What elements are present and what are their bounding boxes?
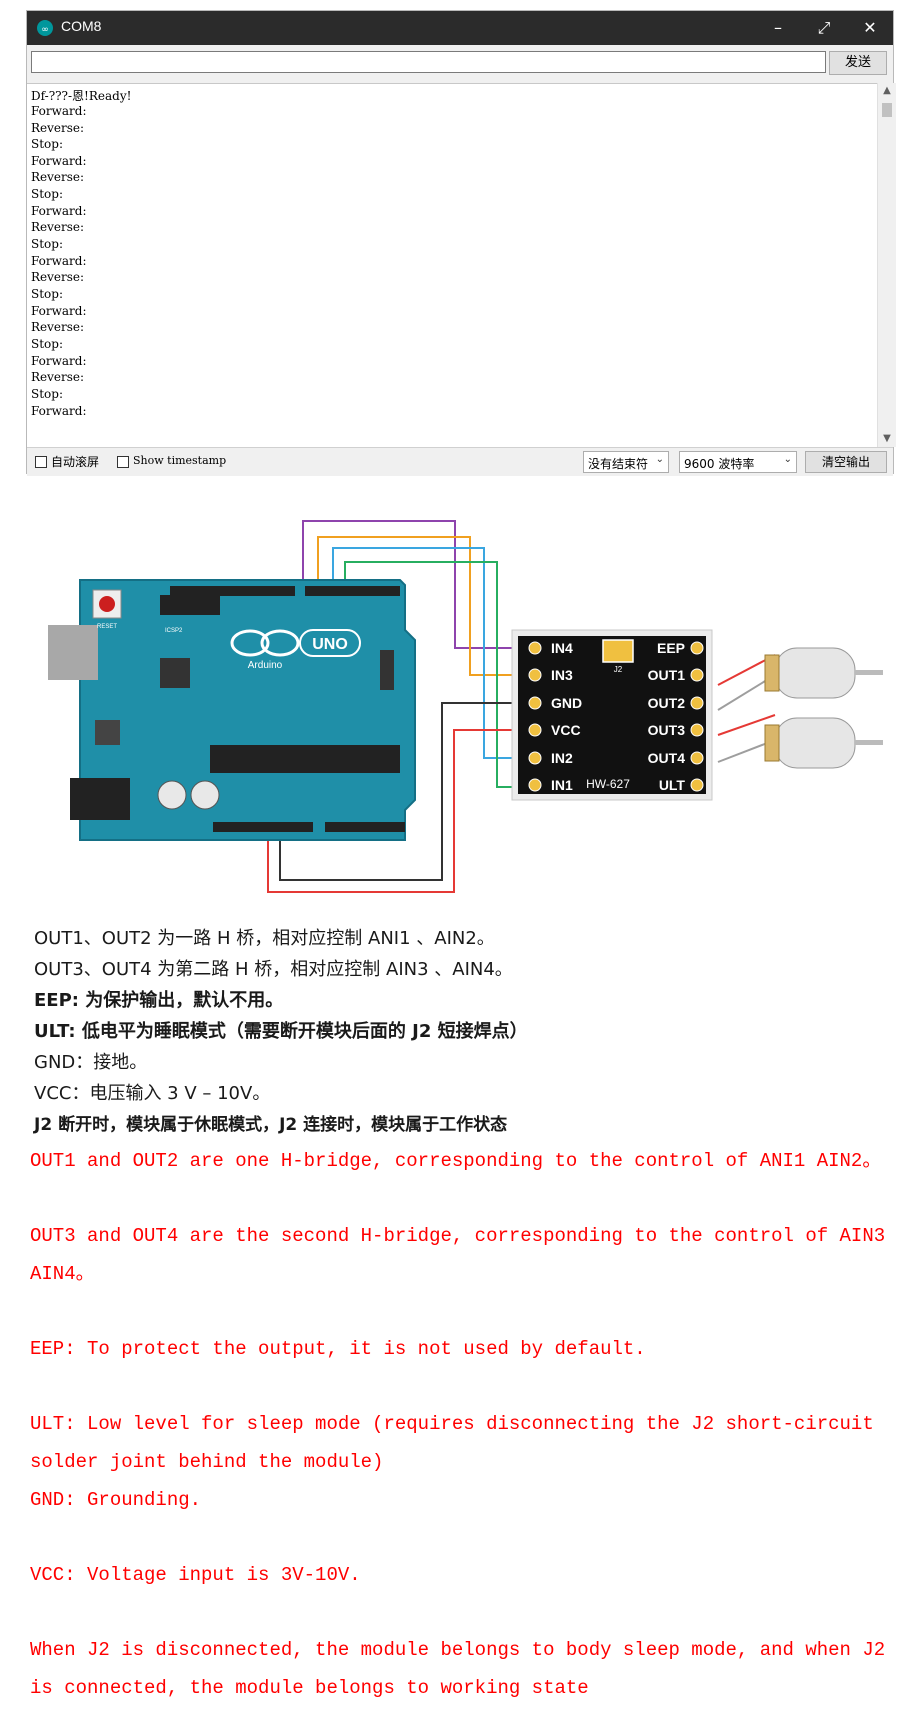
output-line: Stop: [31,237,63,251]
close-button[interactable]: ✕ [863,18,877,37]
wire-red-power [267,729,512,893]
reset-button [99,596,115,612]
serial-output[interactable]: Df-???-恩!Ready! Forward: Reverse: Stop: … [27,83,877,448]
reset-label: RESET [97,624,117,630]
note-cn-j2: J2 断开时，模块属于休眠模式，J2 连接时，模块属于工作状态 [34,1115,508,1135]
output-line: Forward: [31,254,87,268]
timestamp-label: Show timestamp [133,454,227,467]
output-line: Reverse: [31,370,85,384]
pin-gnd-label: GND [551,695,582,711]
wires [267,520,776,893]
pin-out2-label: OUT2 [648,695,686,711]
output-line: Stop: [31,387,63,401]
output-line: Stop: [31,187,63,201]
pin-in3-label: IN3 [551,667,573,683]
autoscroll-label: 自动滚屏 [51,455,100,469]
output-line: Forward: [31,354,87,368]
pin-out3-label: OUT3 [648,722,686,738]
uno-logo-text: UNO [312,636,348,653]
maximize-button[interactable]: ⤢ [817,18,831,37]
output-line: Forward: [31,304,87,318]
pin-out1-label: OUT1 [648,667,686,683]
output-line: Reverse: [31,320,85,334]
output-line: Forward: [31,104,87,118]
output-line: Df-???-恩!Ready! [31,89,132,103]
note-cn-eep: EEP: 为保护输出，默认不用。 [34,990,284,1011]
note-en-gnd: GND: Grounding. [30,1489,202,1511]
status-bar: 自动滚屏 Show timestamp 没有结束符 ⌄ 9600 波特率 ⌄ 清… [27,447,893,476]
send-row: 发送 [27,45,893,83]
jumper-j2-label: J2 [614,665,623,674]
scroll-up-icon[interactable]: ▲ [883,85,891,96]
motor-driver-module: J2 HW-627 IN4 IN3 GND VCC IN2 IN [511,629,713,801]
output-line: Reverse: [31,121,85,135]
output-line: Forward: [31,404,87,418]
send-button[interactable]: 发送 [829,51,887,75]
note-cn-out1-out2: OUT1、OUT2 为一路 H 桥，相对应控制 ANI1 、AIN2。 [34,928,495,949]
digital-header [305,586,400,596]
serial-monitor-window: ∞ COM8 – ⤢ ✕ 发送 Df-???-恩!Ready! Forward:… [26,10,896,476]
output-line: Forward: [31,204,87,218]
wire-green [344,561,512,788]
output-line: Stop: [31,337,63,351]
clear-output-button[interactable]: 清空输出 [805,451,887,473]
baud-rate-value: 9600 波特率 [684,457,755,471]
timestamp-checkbox[interactable] [117,456,129,468]
line-ending-select[interactable]: 没有结束符 ⌄ [583,451,669,473]
output-line: Reverse: [31,170,85,184]
usb-connector [48,625,98,680]
vertical-scrollbar[interactable]: ▲ ▼ [877,83,896,447]
note-en-eep: EEP: To protect the output, it is not us… [30,1338,646,1360]
pin-in4-label: IN4 [551,640,573,656]
pin-out4-label: OUT4 [648,750,686,766]
scroll-thumb[interactable] [882,103,892,117]
arduino-app-icon: ∞ [37,20,53,36]
autoscroll-checkbox[interactable] [35,456,47,468]
dc-motor-1 [764,647,883,699]
wire-purple [302,520,512,649]
baud-rate-select[interactable]: 9600 波特率 ⌄ [679,451,797,473]
title-bar: ∞ COM8 – ⤢ ✕ [27,11,893,45]
output-line: Stop: [31,287,63,301]
send-input[interactable] [31,51,826,73]
note-en-out3-out4: OUT3 and OUT4 are the second H-bridge, c… [30,1225,886,1285]
arduino-brand-text: Arduino [248,660,283,671]
note-cn-ult: ULT: 低电平为睡眠模式（需要断开模块后面的 J2 短接焊点） [34,1021,528,1042]
note-cn-out3-out4: OUT3、OUT4 为第二路 H 桥，相对应控制 AIN3 、AIN4。 [34,959,513,980]
line-ending-value: 没有结束符 [588,457,649,471]
icsp-label: ICSP2 [165,628,183,634]
note-cn-vcc: VCC：电压输入 3 V – 10V。 [34,1083,271,1104]
module-model-label: HW-627 [586,777,630,791]
arduino-uno-board: UNO Arduino RESET ICSP2 [48,579,416,841]
pin-eep-label: EEP [657,640,685,656]
dc-motor-2 [764,717,883,769]
output-line: Forward: [31,154,87,168]
wiring-diagram: UNO Arduino RESET ICSP2 J2 HW-627 [0,500,920,900]
atmega-chip [210,745,400,773]
note-en-out1-out2: OUT1 and OUT2 are one H-bridge, correspo… [30,1150,882,1172]
chevron-down-icon: ⌄ [655,454,664,465]
note-cn-gnd: GND：接地。 [34,1052,148,1073]
scroll-down-icon[interactable]: ▼ [883,433,891,444]
wire-black-gnd [279,702,512,881]
note-en-j2: When J2 is disconnected, the module belo… [30,1639,886,1699]
output-line: Reverse: [31,270,85,284]
minimize-button[interactable]: – [774,18,782,37]
power-jack [70,778,130,820]
window-title: COM8 [61,18,102,34]
pin-ult-label: ULT [659,777,686,793]
wire-blue [332,547,512,759]
note-en-vcc: VCC: Voltage input is 3V-10V. [30,1564,361,1586]
wiring-diagram-svg: UNO Arduino RESET ICSP2 J2 HW-627 [48,520,883,893]
output-line: Reverse: [31,220,85,234]
pin-in1-label: IN1 [551,777,573,793]
pin-in2-label: IN2 [551,750,573,766]
chevron-down-icon: ⌄ [783,454,792,465]
output-line: Stop: [31,137,63,151]
svg-text:∞: ∞ [41,25,49,35]
note-en-ult: ULT: Low level for sleep mode (requires … [30,1413,874,1473]
pin-vcc-label: VCC [551,722,581,738]
